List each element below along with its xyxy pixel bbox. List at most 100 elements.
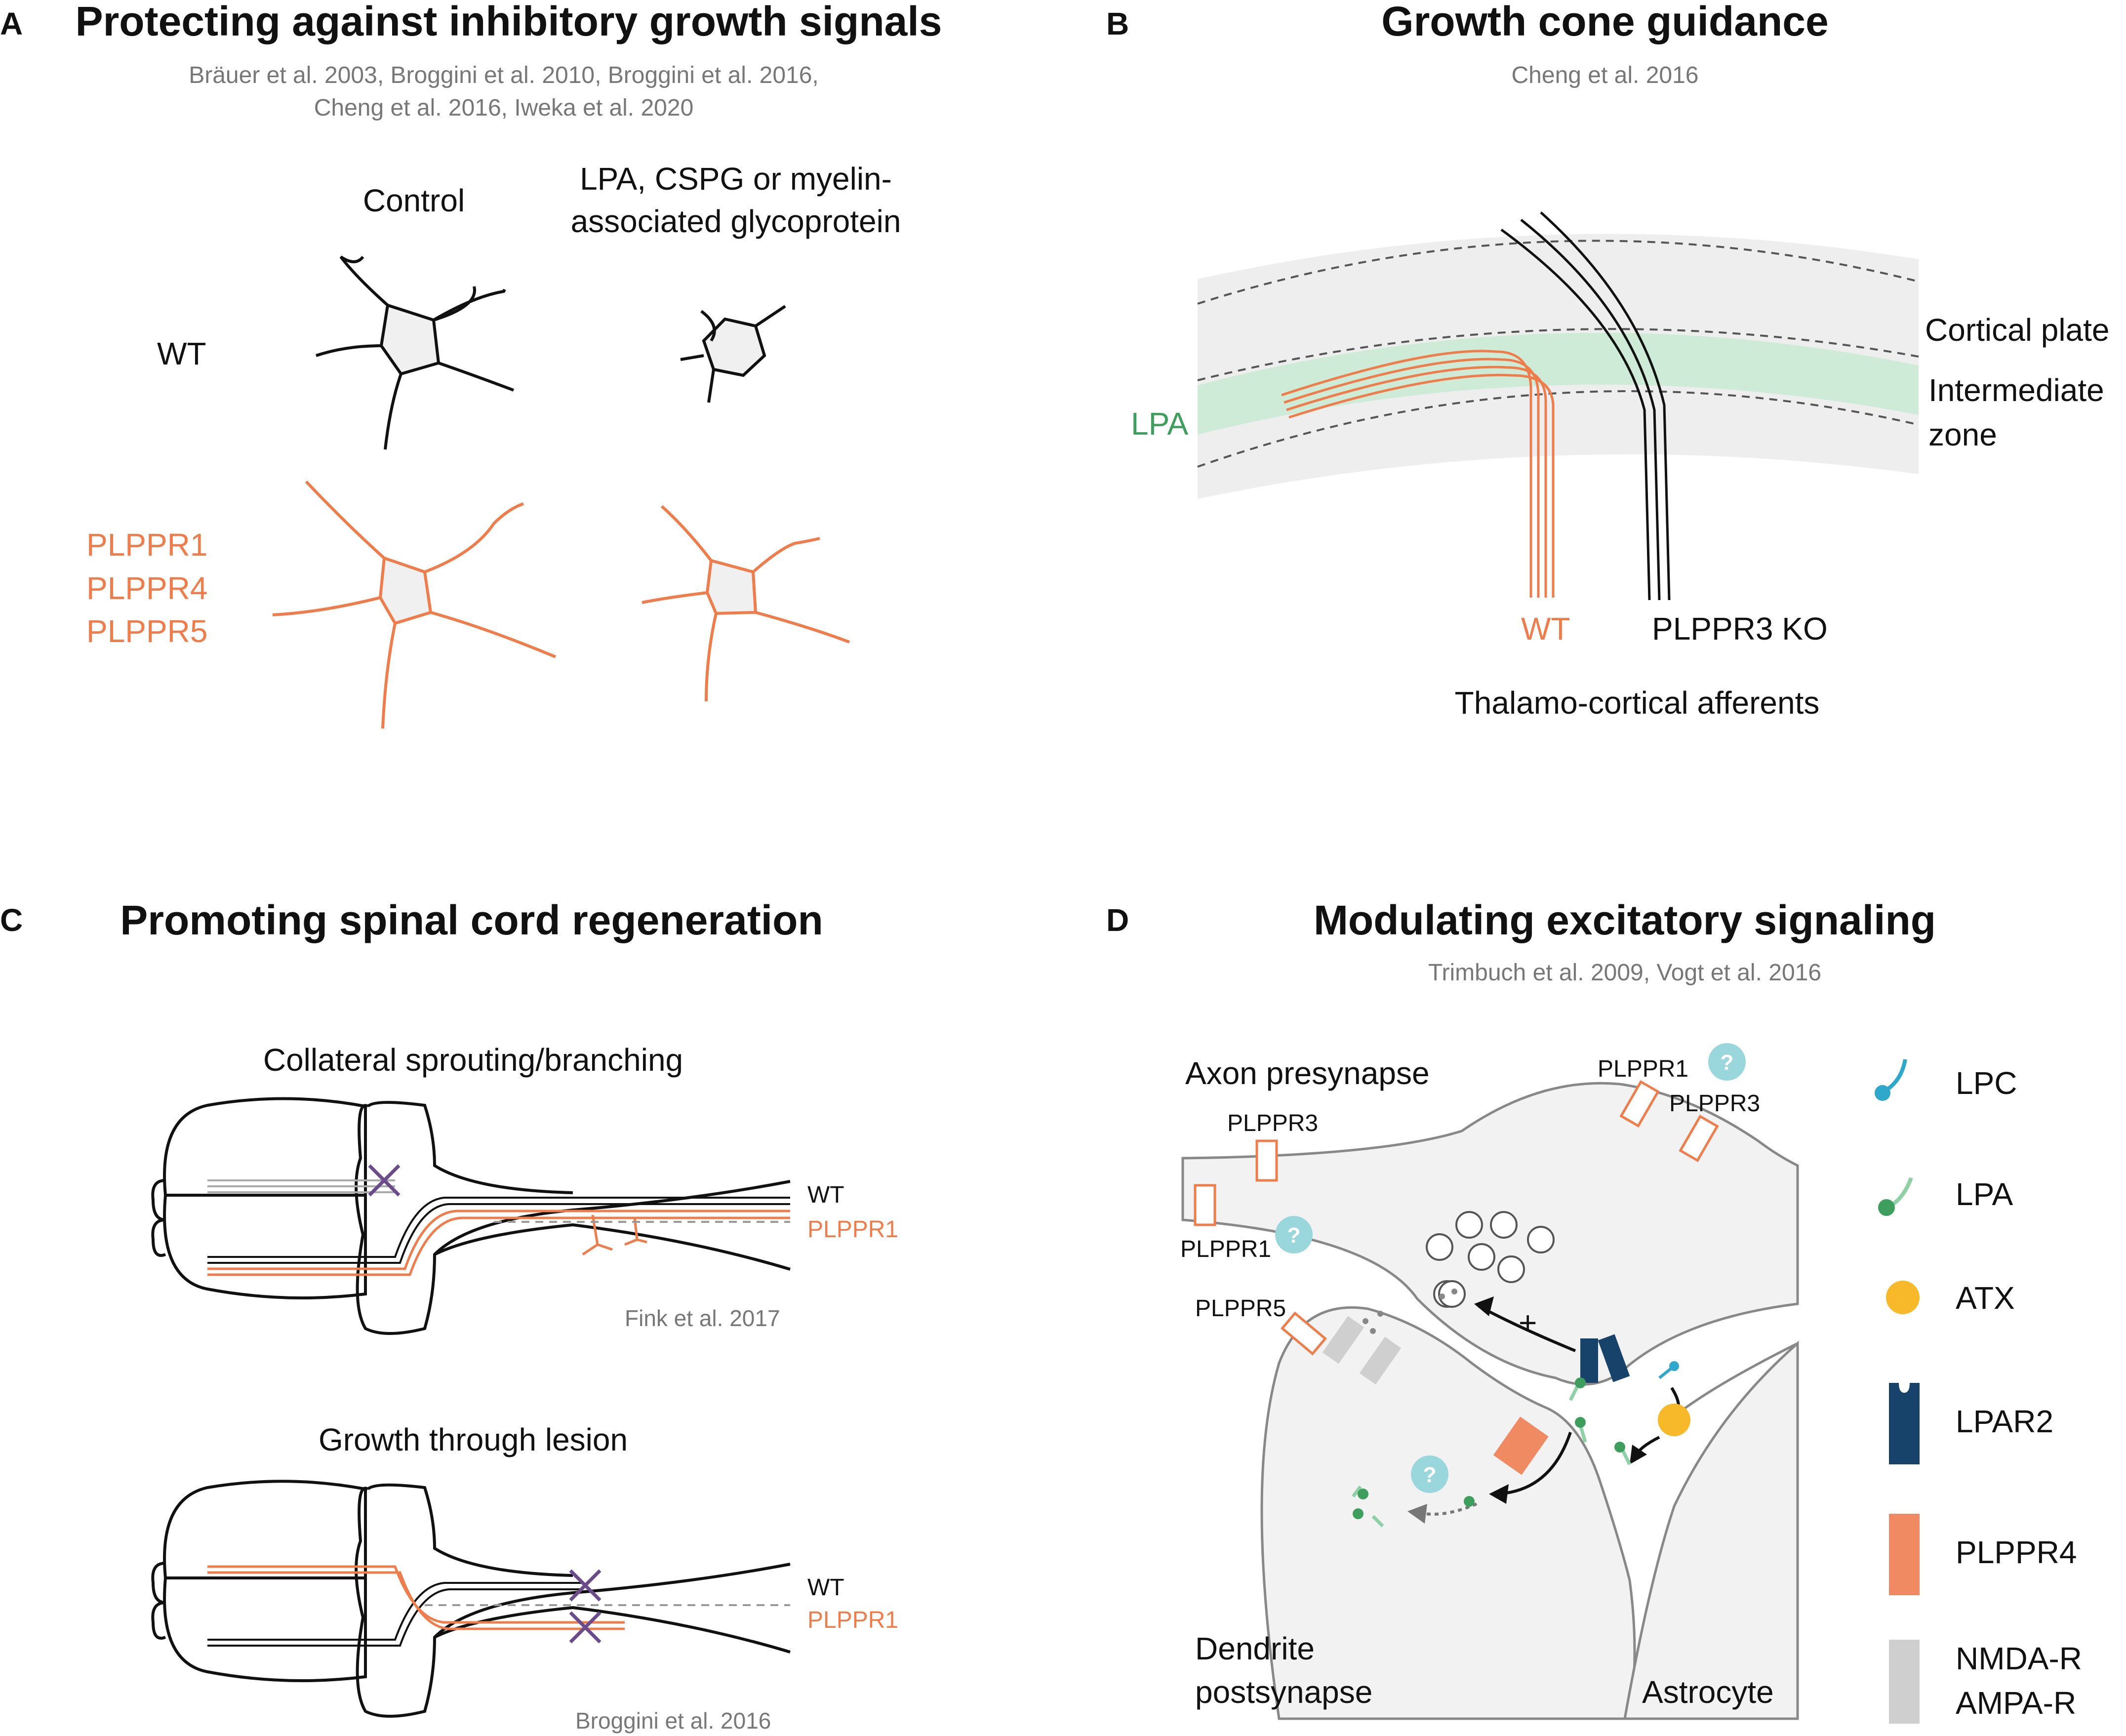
panel-d-citation: Trimbuch et al. 2009, Vogt et al. 2016 <box>1428 960 1821 986</box>
arrowhead-plppr4 <box>1489 1484 1509 1504</box>
legend-item-plppr4: PLPPR4 <box>1889 1514 2077 1595</box>
cite-broggini: Broggini et al. 2016 <box>575 1708 771 1734</box>
row-label-plppr4: PLPPR4 <box>86 570 207 606</box>
label-plppr1-top: PLPPR1 <box>1598 1056 1688 1082</box>
layer-boundaries <box>1197 240 1919 468</box>
axons-wt-black-1 <box>207 1197 790 1264</box>
legend: LPC LPA ATX LPAR2 PLPPR4 NMDA-R <box>1875 1059 2082 1724</box>
lesion-cross-1 <box>368 1164 401 1197</box>
label-plppr1-1: PLPPR1 <box>807 1216 898 1243</box>
label-axon-presynapse: Axon presynapse <box>1185 1055 1430 1091</box>
astrocyte-line <box>1678 1342 1799 1414</box>
panel-a-citation-1: Bräuer et al. 2003, Broggini et al. 2010… <box>189 62 819 88</box>
dendrite-postsynapse <box>1260 1306 1636 1720</box>
label-dendrite: Dendrite <box>1195 1631 1315 1666</box>
axons-wt-gray-1 <box>207 1179 395 1193</box>
legend-label-ampa: AMPA-R <box>1956 1685 2076 1721</box>
neuron-wt-control <box>316 255 515 450</box>
panel-c: C Promoting spinal cord regeneration Col… <box>0 897 898 1734</box>
legend-item-lpa: LPA <box>1878 1176 2013 1216</box>
row-label-plppr1: PLPPR1 <box>86 527 207 563</box>
label-postsynapse: postsynapse <box>1195 1674 1372 1710</box>
panel-b: B Growth cone guidance Cheng et al. 2016… <box>1106 0 2110 721</box>
axons-plppr1-2 <box>207 1565 625 1630</box>
panel-a-letter: A <box>0 6 23 41</box>
arrowhead-atx <box>1630 1445 1647 1464</box>
panel-b-citation: Cheng et al. 2016 <box>1512 62 1699 88</box>
label-plppr3-ko: PLPPR3 KO <box>1652 611 1828 646</box>
legend-item-lpc: LPC <box>1875 1059 2017 1101</box>
label-plppr3-right: PLPPR3 <box>1669 1090 1760 1117</box>
legend-label-plppr4: PLPPR4 <box>1956 1534 2077 1570</box>
brain-spinal-cord-2 <box>151 1480 791 1718</box>
legend-label-nmda: NMDA-R <box>1956 1641 2082 1676</box>
receptor-icon <box>1889 1640 1920 1724</box>
legend-item-lpar2: LPAR2 <box>1889 1383 2053 1464</box>
label-wt-afferents: WT <box>1521 611 1570 646</box>
neurotransmitter-dots <box>1363 1289 1457 1334</box>
arrowhead-release <box>1474 1296 1494 1316</box>
vesicles <box>1426 1211 1555 1308</box>
panel-d-letter: D <box>1106 902 1129 938</box>
cite-fink: Fink et al. 2017 <box>625 1305 780 1331</box>
row-label-wt: WT <box>157 336 206 371</box>
plppr4-postsynaptic <box>1493 1416 1549 1475</box>
question-3: ? <box>1423 1463 1437 1487</box>
column-label-control: Control <box>363 183 465 218</box>
panel-d: D Modulating excitatory signaling Trimbu… <box>1106 897 2082 1724</box>
label-thalamo-cortical: Thalamo-cortical afferents <box>1455 685 1820 721</box>
lpa-green-band <box>1198 332 1919 435</box>
label-wt-2: WT <box>807 1575 844 1601</box>
panel-c-sub1: Collateral sprouting/branching <box>263 1042 683 1078</box>
legend-label-atx: ATX <box>1956 1280 2015 1316</box>
panel-d-title: Modulating excitatory signaling <box>1314 897 1936 943</box>
lpa-molecules <box>1352 1377 1632 1528</box>
column-label-treatment-1: LPA, CSPG or myelin- <box>580 161 892 197</box>
label-zone: zone <box>1928 417 1997 452</box>
panel-a-citation-2: Cheng et al. 2016, Iweka et al. 2020 <box>314 95 694 121</box>
row-label-plppr5: PLPPR5 <box>86 613 207 649</box>
column-label-treatment-2: associated glycoprotein <box>571 203 901 239</box>
lpa-icon <box>1890 1177 1913 1207</box>
lpa-to-plppr4-arrow <box>1496 1432 1572 1495</box>
lpc-molecule <box>1658 1361 1679 1379</box>
label-plppr1-left: PLPPR1 <box>1180 1236 1271 1262</box>
brain-spinal-cord-1 <box>151 1097 791 1335</box>
label-intermediate: Intermediate <box>1928 372 2104 408</box>
label-cortical-plate: Cortical plate <box>1925 312 2110 348</box>
nmda-ampa-receptors <box>1322 1316 1402 1385</box>
arrowhead-uptake <box>1407 1504 1427 1524</box>
uptake-dotted-arrow <box>1417 1502 1478 1516</box>
panel-c-sub2: Growth through lesion <box>319 1422 628 1457</box>
legend-label-lpc: LPC <box>1956 1065 2017 1101</box>
lesion-cross-2 <box>569 1569 602 1644</box>
neuron-wt-treated <box>680 305 786 403</box>
label-lpa: LPA <box>1131 406 1189 442</box>
question-1: ? <box>1721 1050 1734 1075</box>
lpar2-receptors <box>1580 1334 1630 1383</box>
legend-item-atx: ATX <box>1886 1280 2015 1316</box>
legend-label-lpar2: LPAR2 <box>1956 1404 2053 1439</box>
label-astrocyte: Astrocyte <box>1642 1674 1774 1710</box>
question-2: ? <box>1287 1223 1301 1248</box>
label-plppr5: PLPPR5 <box>1195 1295 1286 1322</box>
ko-afferents <box>1500 211 1671 601</box>
plus-sign: + <box>1519 1305 1537 1340</box>
question-badges <box>1275 1043 1746 1493</box>
lpar2-icon <box>1889 1383 1920 1464</box>
plppr4-icon <box>1889 1514 1920 1595</box>
panel-b-title: Growth cone guidance <box>1381 0 1828 44</box>
label-plppr3-left: PLPPR3 <box>1227 1110 1318 1136</box>
panel-c-letter: C <box>0 902 23 938</box>
label-wt-1: WT <box>807 1182 844 1208</box>
legend-label-lpa: LPA <box>1956 1176 2013 1212</box>
atx-icon <box>1886 1281 1920 1314</box>
panel-c-title: Promoting spinal cord regeneration <box>120 897 823 943</box>
axons-wt-black-2 <box>207 1582 583 1647</box>
atx-enzyme <box>1658 1404 1690 1436</box>
legend-item-receptor: NMDA-R AMPA-R <box>1889 1640 2082 1724</box>
label-plppr1-2: PLPPR1 <box>807 1607 898 1633</box>
plppr-markers <box>1194 1080 1719 1356</box>
panel-b-letter: B <box>1106 6 1129 41</box>
